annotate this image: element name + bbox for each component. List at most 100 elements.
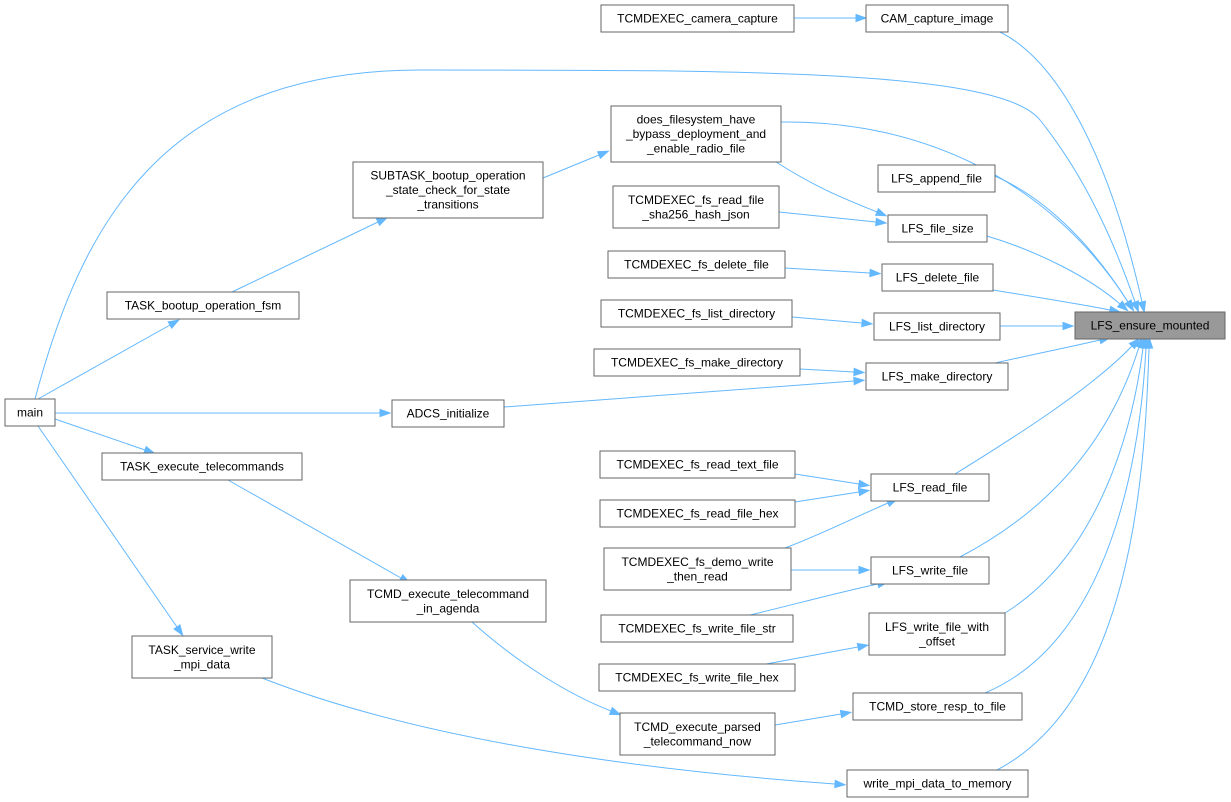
- node-label: main: [17, 406, 43, 420]
- edge-main-to-adcs-initialize-arrowhead: [379, 408, 392, 418]
- node-tcmd-store-resp-to-file[interactable]: TCMD_store_resp_to_file: [852, 692, 1023, 721]
- node-tcmdexec-fs-delete-file[interactable]: TCMDEXEC_fs_delete_file: [607, 250, 786, 279]
- node-cam-capture-image[interactable]: CAM_capture_image: [865, 4, 1009, 33]
- node-box: [599, 450, 796, 479]
- node-box: [610, 105, 782, 163]
- edge-tcmd-store-resp-to-file-to-lfs-ensure-mounted: [984, 347, 1147, 694]
- node-label: TCMDEXEC_fs_list_directory: [618, 307, 775, 321]
- edge-lfs-read-file-to-lfs-ensure-mounted: [954, 345, 1133, 475]
- node-tcmdexec-fs-make-directory[interactable]: TCMDEXEC_fs_make_directory: [593, 348, 801, 377]
- node-lfs-make-directory[interactable]: LFS_make_directory: [865, 362, 1009, 391]
- node-label: _telecommand_now: [643, 734, 752, 748]
- node-write-mpi-data-to-memory[interactable]: write_mpi_data_to_memory: [846, 769, 1029, 798]
- node-tcmdexec-fs-read-text-file[interactable]: TCMDEXEC_fs_read_text_file: [599, 450, 796, 479]
- node-label: TCMD_store_resp_to_file: [869, 700, 1006, 714]
- node-box: [131, 635, 273, 679]
- node-box: [599, 499, 796, 528]
- edge-lfs-list-directory-to-lfs-ensure-mounted-arrowhead: [1062, 321, 1075, 331]
- edge-lfs-write-file-to-lfs-ensure-mounted: [959, 346, 1140, 558]
- node-lfs-append-file[interactable]: LFS_append_file: [877, 164, 996, 193]
- edge-task-service-write-mpi-to-write-mpi-data-to-memory-arrowhead: [834, 779, 847, 789]
- node-box: [846, 769, 1029, 798]
- node-box: [619, 712, 776, 756]
- edge-main-to-does-filesystem: [34, 69, 1136, 400]
- edge-write-mpi-data-to-memory-to-lfs-ensure-mounted-arrowhead: [1144, 336, 1154, 349]
- edge-write-mpi-data-to-memory-to-lfs-ensure-mounted: [996, 347, 1150, 771]
- edge-tcmdexec-fs-read-file-sha-to-lfs-file-size: [778, 211, 877, 223]
- edge-lfs-delete-file-to-lfs-ensure-mounted: [992, 289, 1111, 311]
- edge-tcmdexec-fs-read-file-hex-to-lfs-read-file-arrowhead: [857, 487, 871, 497]
- node-does-filesystem[interactable]: does_filesystem_have_bypass_deployment_a…: [610, 105, 782, 163]
- node-box: [4, 398, 56, 427]
- edge-tcmd-execute-telecommand-in-agenda-to-tcmd-execute-parsed-arrowhead: [608, 706, 622, 716]
- edge-main-to-task-service-write-mpi: [37, 425, 178, 628]
- node-box: [873, 312, 1001, 341]
- node-label: TCMDEXEC_camera_capture: [617, 12, 778, 26]
- node-lfs-delete-file[interactable]: LFS_delete_file: [881, 263, 994, 292]
- node-label: TCMD_execute_telecommand: [367, 587, 529, 601]
- node-tcmdexec-fs-write-file-hex[interactable]: TCMDEXEC_fs_write_file_hex: [598, 663, 796, 692]
- node-label: does_filesystem_have: [637, 113, 756, 127]
- node-tcmdexec-fs-demo-write[interactable]: TCMDEXEC_fs_demo_write_then_read: [603, 547, 792, 591]
- edge-tcmdexec-fs-write-file-hex-to-lfs-write-file-with-offset: [765, 646, 859, 665]
- node-task-bootup[interactable]: TASK_bootup_operation_fsm: [106, 291, 300, 320]
- node-tcmdexec-fs-read-file-hex[interactable]: TCMDEXEC_fs_read_file_hex: [599, 499, 796, 528]
- node-box: [868, 612, 1006, 656]
- node-label: LFS_append_file: [891, 172, 982, 186]
- node-tcmdexec-camera-capture[interactable]: TCMDEXEC_camera_capture: [600, 4, 795, 33]
- node-subtask-bootup[interactable]: SUBTASK_bootup_operation_state_check_for…: [352, 161, 544, 219]
- node-main[interactable]: main: [4, 398, 56, 427]
- edge-tcmdexec-fs-read-file-hex-to-lfs-read-file: [794, 491, 860, 503]
- edge-task-bootup-to-subtask-bootup: [231, 221, 379, 293]
- node-label: _offset: [918, 634, 955, 648]
- node-box: [349, 579, 547, 623]
- node-box: [612, 185, 780, 229]
- node-tcmd-execute-telecommand-in-agenda[interactable]: TCMD_execute_telecommand_in_agenda: [349, 579, 547, 623]
- node-box: [870, 556, 990, 585]
- node-task-service-write-mpi[interactable]: TASK_service_write_mpi_data: [131, 635, 273, 679]
- edge-tcmdexec-fs-make-directory-to-lfs-make-directory: [799, 368, 855, 373]
- node-adcs-initialize[interactable]: ADCS_initialize: [391, 399, 505, 428]
- edge-lfs-append-file-to-lfs-ensure-mounted-arrowhead: [1124, 299, 1135, 312]
- node-lfs-read-file[interactable]: LFS_read_file: [870, 473, 990, 502]
- edge-tcmdexec-fs-demo-write-to-lfs-read-file: [784, 502, 889, 549]
- node-tcmd-execute-parsed[interactable]: TCMD_execute_parsed_telecommand_now: [619, 712, 776, 756]
- node-box: [603, 547, 792, 591]
- node-label: TCMDEXEC_fs_read_text_file: [616, 458, 778, 472]
- node-label: ADCS_initialize: [407, 407, 490, 421]
- node-lfs-write-file[interactable]: LFS_write_file: [870, 556, 990, 585]
- edge-lfs-file-size-to-lfs-ensure-mounted: [986, 235, 1121, 305]
- node-lfs-list-directory[interactable]: LFS_list_directory: [873, 312, 1001, 341]
- node-box: [877, 164, 996, 193]
- node-lfs-write-file-with-offset[interactable]: LFS_write_file_with_offset: [868, 612, 1006, 656]
- node-label: _then_read: [666, 569, 728, 583]
- edge-main-to-task-service-write-mpi-arrowhead: [173, 624, 184, 637]
- edge-task-execute-telecommands-to-tcmd-execute-telecommand-in-agenda: [227, 479, 402, 579]
- edge-tcmdexec-fs-read-text-file-to-lfs-read-file-arrowhead: [857, 479, 871, 489]
- node-label: SUBTASK_bootup_operation: [370, 169, 525, 183]
- node-box: [865, 4, 1009, 33]
- node-layer: LFS_ensure_mountedCAM_capture_imageTCMDE…: [4, 4, 1226, 798]
- node-box: [600, 614, 794, 643]
- node-tcmdexec-fs-read-file-sha[interactable]: TCMDEXEC_fs_read_file_sha256_hash_json: [612, 185, 780, 229]
- node-label: TCMD_execute_parsed: [634, 720, 761, 734]
- node-task-execute-telecommands[interactable]: TASK_execute_telecommands: [101, 452, 303, 481]
- edge-task-bootup-to-subtask-bootup-arrowhead: [375, 217, 389, 227]
- edge-main-to-task-bootup: [37, 324, 171, 400]
- edge-tcmd-execute-parsed-to-tcmd-store-resp-to-file-arrowhead: [839, 709, 853, 719]
- node-lfs-file-size[interactable]: LFS_file_size: [887, 214, 988, 243]
- node-tcmdexec-fs-list-directory[interactable]: TCMDEXEC_fs_list_directory: [600, 299, 793, 328]
- edge-lfs-make-directory-to-lfs-ensure-mounted: [994, 339, 1101, 364]
- node-label: write_mpi_data_to_memory: [862, 777, 1011, 791]
- node-label: TCMDEXEC_fs_demo_write: [621, 555, 773, 569]
- node-tcmdexec-fs-write-file-str[interactable]: TCMDEXEC_fs_write_file_str: [600, 614, 794, 643]
- node-label: _bypass_deployment_and: [625, 127, 766, 141]
- node-box: [865, 362, 1009, 391]
- node-label: LFS_file_size: [901, 222, 973, 236]
- node-label: TASK_bootup_operation_fsm: [125, 299, 282, 313]
- node-label: LFS_delete_file: [896, 271, 980, 285]
- edge-tcmdexec-camera-capture-to-cam-capture-image-arrowhead: [855, 13, 868, 23]
- edge-tcmdexec-fs-read-text-file-to-lfs-read-file: [794, 473, 860, 485]
- edge-tcmdexec-fs-read-file-sha-to-lfs-file-size-arrowhead: [875, 217, 888, 227]
- node-lfs-ensure-mounted[interactable]: LFS_ensure_mounted: [1074, 311, 1226, 340]
